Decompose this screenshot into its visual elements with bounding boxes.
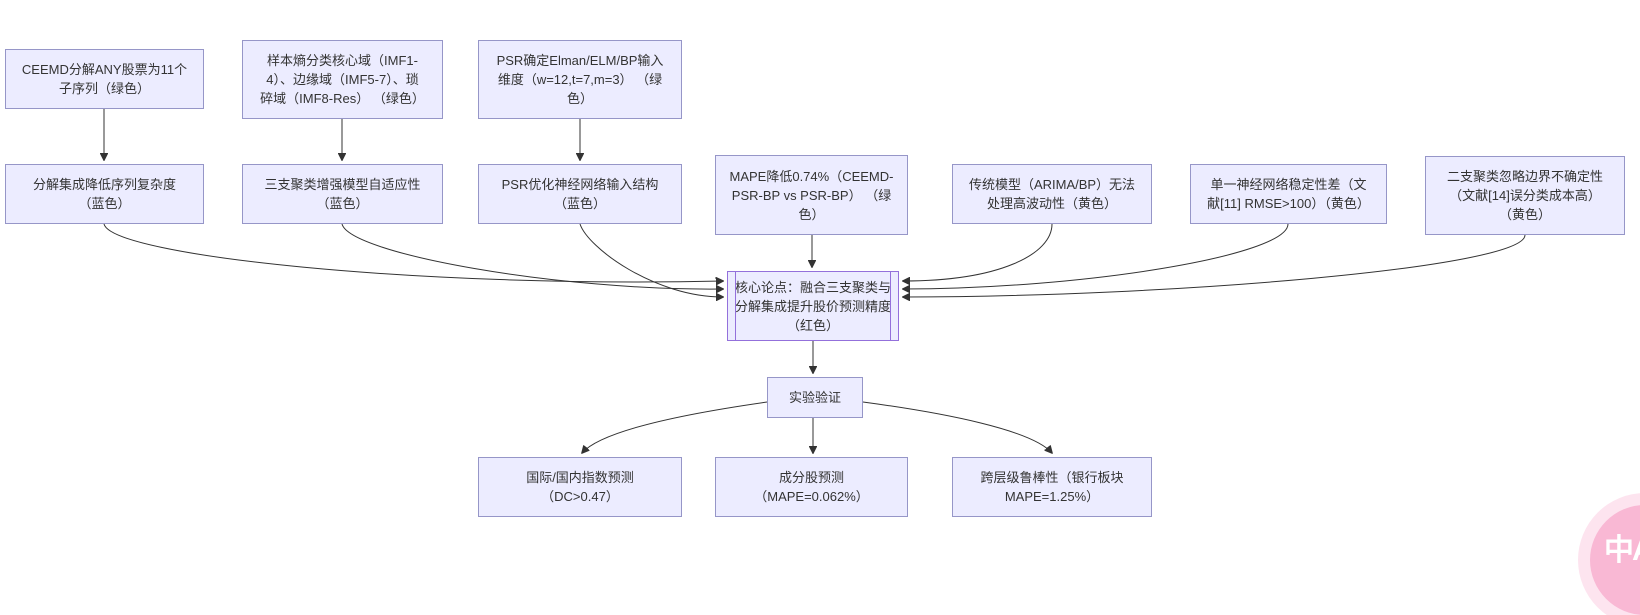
node-index-prediction: 国际/国内指数预测（DC>0.47） [478,457,682,517]
flowchart-edges [0,109,1526,574]
edge-validation-to-robustness [862,401,1052,453]
node-sample-entropy-classification: 样本熵分类核心域（IMF1-4）、边缘域（IMF5-7）、琐碎域（IMF8-Re… [242,40,443,119]
node-psr-optimizes-input-structure: PSR优化神经网络输入结构（蓝色） [478,164,682,224]
node-mape-reduction: MAPE降低0.74%（CEEMD-PSR-BP vs PSR-BP） （绿色） [715,155,908,235]
node-two-way-clustering-limitation: 二支聚类忽略边界不确定性（文献[14]误分类成本高）（黄色） [1425,156,1625,235]
edge-twoway-to-core [903,234,1526,297]
node-ceemd-decomposition: CEEMD分解ANY股票为11个子序列（绿色） [5,49,204,109]
edge-decomp-to-core [103,223,723,282]
node-constituent-stock-prediction: 成分股预测（MAPE=0.062%） [715,457,908,517]
edge-traditional-to-core [903,223,1053,281]
translate-icon: 中A [1604,534,1640,567]
node-core-thesis: 核心论点：融合三支聚类与分解集成提升股价预测精度（红色） [727,271,899,341]
node-decomposition-reduces-complexity: 分解集成降低序列复杂度（蓝色） [5,164,204,224]
node-experimental-validation: 实验验证 [767,377,863,418]
edge-psrstruct-to-core [579,223,723,297]
node-single-nn-instability: 单一神经网络稳定性差（文献[11] RMSE>100）（黄色） [1190,164,1387,224]
node-traditional-model-limitation: 传统模型（ARIMA/BP）无法处理高波动性（黄色） [952,164,1152,224]
edge-clustering-to-core [341,223,723,289]
edge-validation-to-index [582,401,768,453]
node-three-way-clustering-adaptivity: 三支聚类增强模型自适应性（蓝色） [242,164,443,224]
flowchart-canvas: CEEMD分解ANY股票为11个子序列（绿色） 样本熵分类核心域（IMF1-4）… [0,40,1640,615]
edge-singlenn-to-core [903,223,1289,289]
node-psr-input-dimension: PSR确定Elman/ELM/BP输入维度（w=12,t=7,m=3） （绿色） [478,40,682,119]
